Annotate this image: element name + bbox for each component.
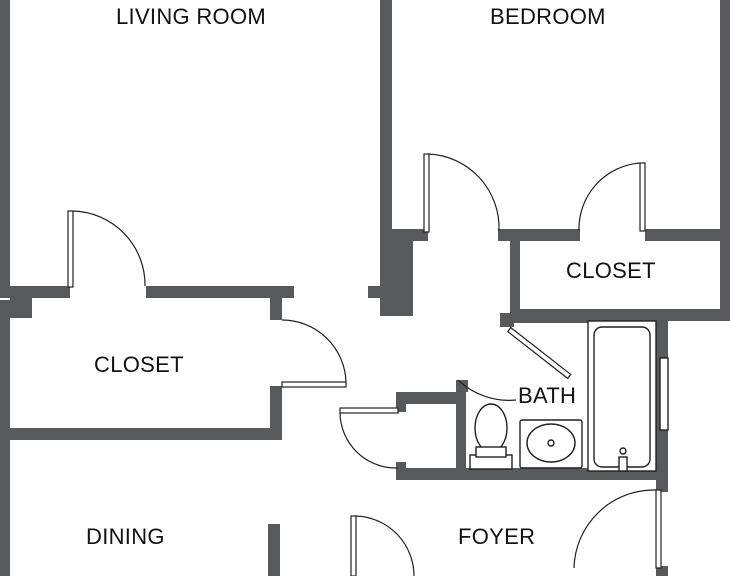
wall-bedroom-bottom-mid — [498, 229, 580, 241]
wall-linen-left-lower — [396, 462, 406, 480]
wall-dining-foyer — [268, 524, 280, 576]
label-foyer: FOYER — [458, 524, 535, 549]
door-entry-swing — [573, 489, 657, 569]
wall-bedroom-closet-left — [510, 239, 520, 319]
wall-living-bottom-right — [146, 286, 294, 298]
label-hall-closet: CLOSET — [94, 352, 184, 377]
wall-bedroom-bottom-left — [392, 229, 428, 241]
door-entry — [655, 489, 662, 569]
wall-bath-diag-stub — [500, 313, 514, 327]
wall-bath-left-cap — [456, 380, 468, 392]
wall-hall-closet-right-lower — [270, 386, 282, 440]
bathtub-drain-stub — [618, 456, 628, 472]
door-bedroom-closet — [639, 162, 646, 232]
wall-foyer-right — [656, 478, 668, 492]
label-bath: BATH — [518, 383, 576, 408]
door-foyer — [350, 515, 357, 576]
wall-living-bedroom-notch — [368, 286, 382, 298]
wall-living-bottom-left — [0, 286, 70, 298]
wall-left-outer-upper — [0, 0, 10, 296]
door-linen — [339, 407, 399, 414]
bath-fixtures — [469, 320, 669, 472]
label-living-room: LIVING ROOM — [116, 4, 266, 29]
wall-bath-top — [512, 313, 662, 323]
sink-drain — [547, 439, 555, 447]
door-bath — [506, 326, 572, 380]
bathtub-basin — [593, 326, 651, 468]
wall-living-bedroom-stub — [380, 232, 413, 316]
door-bath-swing — [457, 379, 517, 401]
label-bedroom-closet: CLOSET — [566, 258, 656, 283]
door-bedroom-swing — [428, 153, 500, 232]
door-foyer-swing — [355, 515, 415, 576]
wall-bath-left — [456, 390, 466, 476]
doors — [67, 153, 662, 576]
toilet-base — [475, 446, 507, 458]
door-hall-closet — [281, 381, 347, 388]
wall-foyer-right-lower — [656, 566, 668, 576]
door-bedroom — [423, 153, 430, 233]
room-labels: LIVING ROOM BEDROOM CLOSET CLOSET BATH D… — [86, 4, 656, 549]
wall-bedroom-bottom-right — [645, 229, 725, 241]
door-bedroom-closet-swing — [578, 162, 641, 232]
label-bedroom: BEDROOM — [490, 4, 606, 29]
door-living-closet-swing — [72, 210, 146, 287]
door-linen-swing — [339, 412, 399, 469]
wall-hall-closet-bottom — [10, 428, 280, 440]
bath-window — [659, 357, 669, 431]
door-living-closet — [67, 210, 74, 288]
bathtub-drain — [619, 447, 627, 455]
label-dining: DINING — [86, 524, 165, 549]
wall-linen-left-upper — [396, 392, 406, 412]
wall-living-bedroom — [380, 0, 392, 232]
door-hall-closet-swing — [281, 319, 347, 383]
toilet-bowl — [474, 403, 508, 453]
wall-living-bottom-notch — [10, 298, 32, 318]
wall-bedroom-right — [720, 0, 730, 314]
wall-hall-closet-right-upper — [270, 296, 282, 320]
wall-left-outer-lower — [0, 300, 10, 576]
wall-linen-top — [396, 392, 458, 404]
